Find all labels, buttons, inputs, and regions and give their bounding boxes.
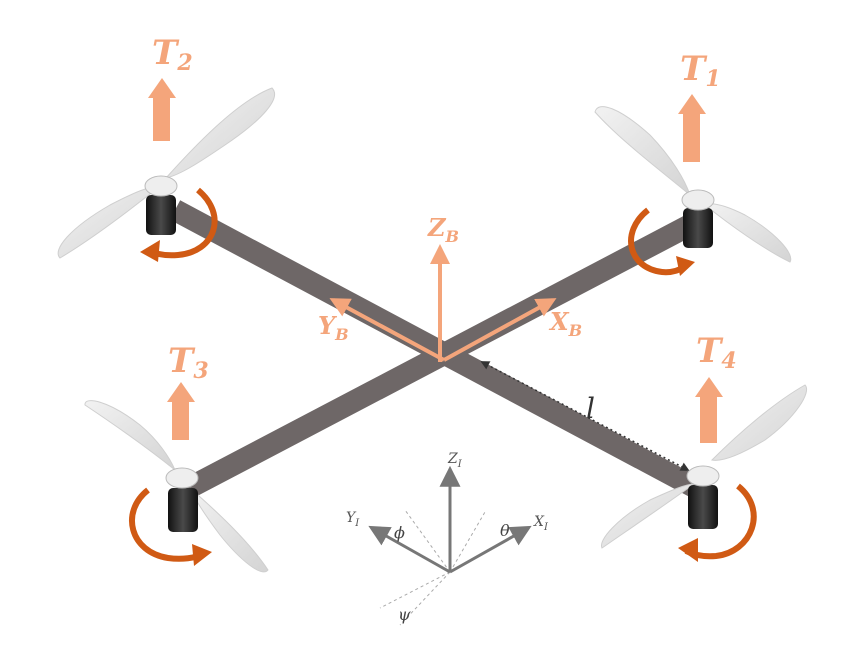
propeller-4-blade-a	[710, 384, 807, 461]
body-x-axis	[443, 298, 557, 362]
roll-angle-label: ϕ	[394, 523, 405, 542]
propeller-4-blade-b	[601, 483, 696, 549]
arm-length-annotation: l	[480, 361, 690, 471]
yaw-angle-label: ψ	[398, 605, 411, 624]
body-y-axis	[329, 298, 445, 362]
rotation-arrowhead-3	[192, 544, 212, 566]
motor-1-hub	[681, 189, 715, 211]
propeller-1-blade-a	[594, 106, 692, 197]
thrust-arrow-2-shaft	[153, 96, 170, 141]
inertial-z-label: ZI	[447, 451, 463, 470]
inertial-y-label: YI	[346, 510, 360, 529]
rotor-3: T3	[84, 341, 269, 573]
motor-3	[168, 488, 198, 532]
rotation-arrowhead-2	[140, 240, 160, 262]
thrust-label-4: T4	[696, 331, 737, 374]
yaw-reference-line-1	[379, 571, 451, 609]
roll-reference-line	[404, 509, 451, 573]
arm-length-label: l	[586, 392, 595, 425]
rotor-1: T1	[594, 49, 792, 276]
thrust-arrow-1-head	[678, 94, 706, 114]
thrust-label-3: T3	[168, 341, 209, 384]
thrust-label-2: T2	[152, 33, 193, 76]
body-y-label: YB	[318, 311, 349, 344]
thrust-arrow-4-head	[695, 377, 723, 397]
inertial-x-axis	[449, 525, 532, 574]
rotor-2: T2	[57, 33, 276, 262]
thrust-arrow-1-shaft	[683, 112, 700, 162]
thrust-label-1: T1	[680, 49, 721, 92]
propeller-2-blade-b	[57, 185, 162, 259]
motor-4-hub	[686, 465, 720, 487]
thrust-arrow-3-head	[167, 382, 195, 402]
rotation-arrowhead-1	[676, 256, 695, 276]
propeller-2-blade-a	[164, 87, 276, 179]
inertial-y-axis	[368, 525, 451, 574]
rotor-4: T4	[601, 331, 807, 562]
inertial-frame: ZI YI XI ϕ θ ψ	[346, 451, 549, 626]
inertial-x-label: XI	[533, 514, 549, 533]
propeller-3-blade-a	[84, 400, 176, 471]
quadrotor-frame	[169, 200, 706, 500]
body-x-label: XB	[548, 307, 582, 340]
rotation-arrow-3	[129, 487, 206, 562]
body-z-label: ZB	[427, 213, 459, 246]
propeller-1-blade-b	[704, 203, 792, 263]
rotation-arrowhead-4	[678, 538, 698, 562]
thrust-arrow-3-shaft	[172, 400, 189, 440]
yaw-reference-line-2	[399, 571, 451, 626]
motor-4	[688, 485, 718, 529]
motor-1	[683, 208, 713, 248]
thrust-arrow-2-head	[148, 78, 176, 98]
arm-length-dimension	[480, 361, 690, 471]
pitch-angle-label: θ	[500, 521, 510, 540]
body-frame: ZB YB XB	[318, 213, 582, 362]
motor-3-hub	[165, 467, 199, 489]
motor-2	[146, 195, 176, 235]
propeller-3-blade-b	[189, 487, 269, 573]
thrust-arrow-4-shaft	[700, 395, 717, 443]
motor-2-hub	[144, 175, 178, 197]
